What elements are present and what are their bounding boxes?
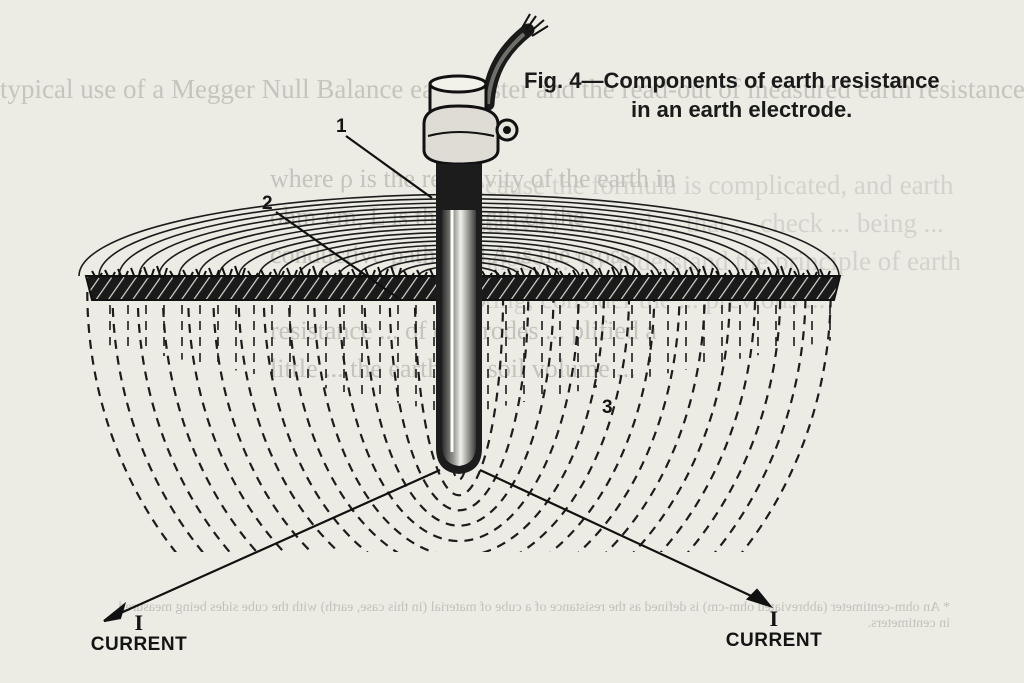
grass-tuft bbox=[819, 268, 831, 279]
grass-tuft bbox=[416, 269, 428, 279]
grass-tuft bbox=[117, 268, 129, 279]
earth-shell bbox=[313, 292, 605, 552]
grass-tuft bbox=[390, 265, 402, 279]
earth-shell bbox=[187, 292, 731, 552]
grass-tuft bbox=[403, 270, 415, 279]
label-1: 1 bbox=[336, 116, 347, 137]
earth-shell bbox=[338, 292, 580, 543]
grass-tuft bbox=[624, 265, 636, 279]
earth-shell bbox=[161, 292, 757, 552]
grass-tuft bbox=[728, 269, 740, 279]
current-text-right: CURRENT bbox=[725, 630, 823, 651]
grass-tuft bbox=[520, 267, 532, 279]
grass-tuft bbox=[559, 270, 571, 279]
grass-tuft bbox=[481, 270, 493, 279]
grass-tuft bbox=[637, 270, 649, 279]
grass-tuft bbox=[156, 265, 168, 279]
grass-tuft bbox=[286, 267, 298, 279]
grass-tuft bbox=[676, 267, 688, 279]
earth-shell bbox=[136, 292, 782, 552]
grass-tuft bbox=[273, 268, 285, 279]
grass-tuft bbox=[221, 266, 233, 279]
grass-tuft bbox=[689, 266, 701, 279]
grass-tuft bbox=[104, 269, 116, 279]
bleed-through-top: typical use of a Megger Null Balance ear… bbox=[0, 74, 1024, 104]
grass-tuft bbox=[91, 270, 103, 279]
grass-tuft bbox=[806, 269, 818, 279]
earth-shell bbox=[86, 292, 832, 552]
grass-tuft bbox=[234, 265, 246, 279]
grass-tuft bbox=[494, 269, 506, 279]
electrode-clamp bbox=[422, 74, 519, 210]
earth-shell bbox=[388, 292, 530, 512]
grass-tuft bbox=[208, 267, 220, 279]
earth-shell bbox=[212, 292, 706, 552]
grass-tuft bbox=[741, 268, 753, 279]
current-symbol-left: I bbox=[134, 610, 144, 635]
grass-tuft bbox=[312, 265, 324, 279]
caption-line-1: Fig. 4—Components of earth resistance bbox=[524, 68, 940, 93]
grass-tuft bbox=[793, 270, 805, 279]
earth-shell bbox=[287, 292, 631, 552]
current-label-left: I CURRENT bbox=[84, 612, 194, 656]
earth-shell bbox=[237, 292, 681, 552]
lead-cable bbox=[481, 23, 535, 111]
grass-tuft bbox=[663, 268, 675, 279]
grass-tuft bbox=[377, 266, 389, 279]
figure-caption: Fig. 4—Components of earth resistance in… bbox=[524, 66, 994, 124]
grass-tuft bbox=[299, 266, 311, 279]
grass-tuft bbox=[767, 266, 779, 279]
label-3: 3 bbox=[602, 397, 613, 418]
grass-tuft bbox=[143, 266, 155, 279]
label-2: 2 bbox=[262, 193, 273, 214]
grass-tuft bbox=[585, 268, 597, 279]
grass-tuft bbox=[780, 265, 792, 279]
grass-tuft bbox=[715, 270, 727, 279]
current-text-left: CURRENT bbox=[90, 634, 188, 655]
earth-shell bbox=[111, 292, 807, 552]
grass-tuft bbox=[325, 270, 337, 279]
grass-tuft bbox=[611, 266, 623, 279]
caption-line-2: in an earth electrode. bbox=[631, 97, 853, 122]
cable-strands bbox=[521, 13, 549, 37]
grass-tuft bbox=[338, 269, 350, 279]
grass-tuft bbox=[260, 269, 272, 279]
label-leaders bbox=[275, 135, 433, 299]
earth-shells bbox=[86, 292, 832, 552]
grass-tuft bbox=[754, 267, 766, 279]
grass-tuft bbox=[572, 269, 584, 279]
grass-tuft bbox=[130, 267, 142, 279]
grass-tuft bbox=[702, 265, 714, 279]
grass-tuft bbox=[546, 265, 558, 279]
current-symbol-right: I bbox=[769, 606, 779, 631]
grass-tuft bbox=[169, 270, 181, 279]
grass-tuft bbox=[533, 266, 545, 279]
current-label-right: I CURRENT bbox=[718, 608, 830, 652]
grass-tuft bbox=[650, 269, 662, 279]
grass-tuft bbox=[247, 270, 259, 279]
grass-tuft bbox=[182, 269, 194, 279]
grass-tuft bbox=[598, 267, 610, 279]
grass-tuft bbox=[507, 268, 519, 279]
earth-shell bbox=[413, 292, 505, 497]
grass-tuft bbox=[195, 268, 207, 279]
current-arrows bbox=[103, 468, 774, 623]
